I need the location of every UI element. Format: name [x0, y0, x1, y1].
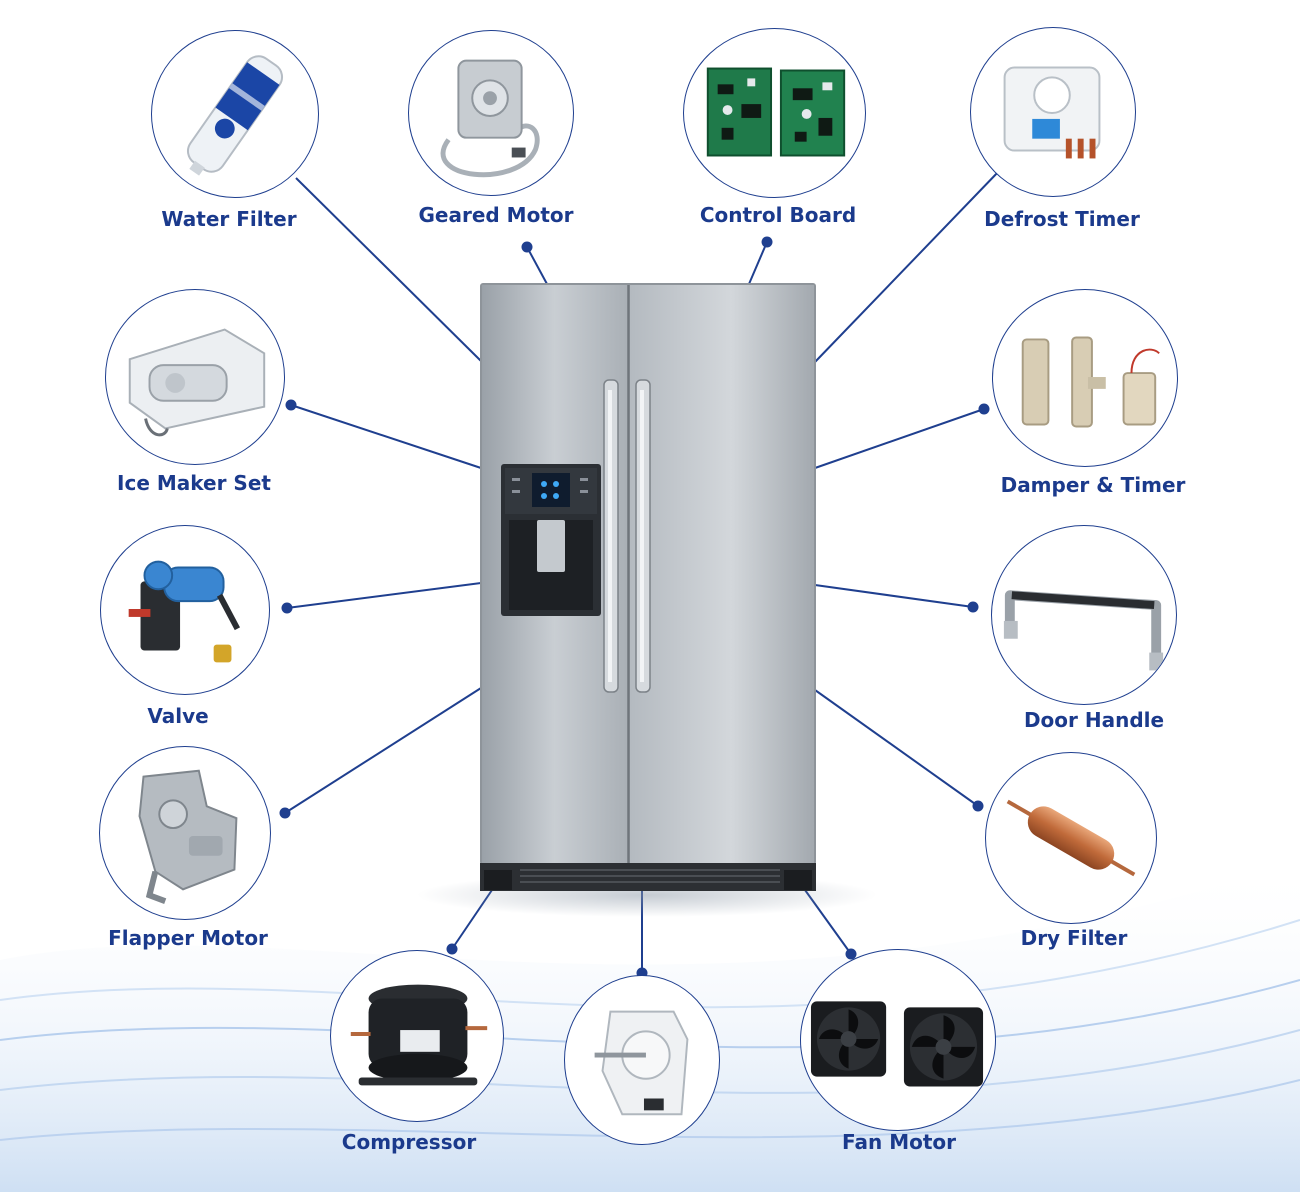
fan-motor-circle[interactable] [800, 949, 996, 1131]
door-handle-circle[interactable] [991, 525, 1177, 705]
damper-timer-circle[interactable] [992, 289, 1178, 467]
flapper-motor-label: Flapper Motor [108, 926, 268, 950]
water-filter-icon [186, 55, 284, 176]
door-handle-icon [1003, 590, 1164, 671]
geared-motor-icon [440, 59, 540, 178]
damper-timer-icon [1021, 336, 1160, 428]
valve-icon [128, 560, 240, 663]
fan-motor-icon [810, 1001, 984, 1087]
geared-motor-label: Geared Motor [418, 203, 574, 227]
geared-motor-circle[interactable] [408, 30, 574, 196]
flapper-motor-icon [138, 769, 238, 904]
valve-circle[interactable] [100, 525, 270, 695]
compressor-circle[interactable] [330, 950, 504, 1122]
fan-motor-single-circle[interactable] [564, 975, 720, 1145]
dry-filter-circle[interactable] [985, 752, 1157, 924]
defrost-timer-label: Defrost Timer [984, 207, 1140, 231]
dry-filter-icon [1006, 799, 1136, 877]
ice-maker-label: Ice Maker Set [117, 471, 271, 495]
water-filter-circle[interactable] [151, 30, 319, 198]
fan-motor-label: Fan Motor [842, 1130, 956, 1154]
compressor-label: Compressor [341, 1130, 477, 1154]
valve-label: Valve [147, 704, 209, 728]
control-board-icon [706, 67, 846, 157]
defrost-timer-circle[interactable] [970, 27, 1136, 197]
defrost-timer-icon [1003, 66, 1101, 159]
ice-maker-icon [128, 328, 266, 437]
compressor-icon [350, 984, 488, 1086]
door-handle-label: Door Handle [1023, 708, 1165, 732]
flapper-motor-circle[interactable] [99, 746, 271, 920]
ice-maker-circle[interactable] [105, 289, 285, 465]
control-board-circle[interactable] [683, 28, 866, 198]
dry-filter-label: Dry Filter [1020, 926, 1128, 950]
fan-motor-single-icon [594, 1010, 689, 1116]
damper-timer-label: Damper & Timer [1000, 473, 1186, 497]
control-board-label: Control Board [699, 203, 857, 227]
water-filter-label: Water Filter [161, 207, 297, 231]
